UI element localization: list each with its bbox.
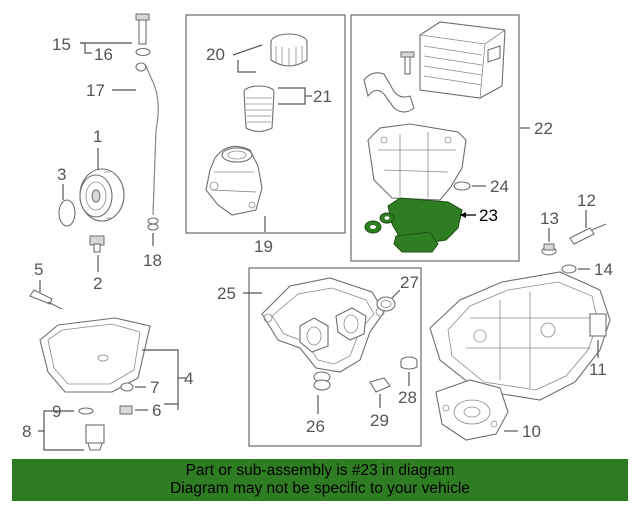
callout-19: 19	[254, 237, 273, 256]
sensor-part-8[interactable]	[85, 424, 105, 451]
banner-line-part-number: Part or sub-assembly is #23 in diagram	[185, 462, 455, 479]
callout-16: 16	[94, 45, 113, 64]
callout-10: 10	[522, 422, 541, 441]
callout-26: 26	[306, 417, 325, 436]
gasket-loop	[363, 72, 415, 113]
callout-20: 20	[206, 45, 225, 64]
seal-part-28[interactable]	[400, 356, 418, 370]
housing-part-22[interactable]	[367, 123, 467, 201]
oring-part-27[interactable]	[376, 296, 396, 312]
callout-5: 5	[34, 260, 43, 279]
callout-12: 12	[577, 191, 596, 210]
callout-23: 23	[479, 206, 498, 225]
cap-part-29[interactable]	[369, 377, 391, 393]
cooler-bolt	[400, 51, 415, 75]
oil-cooler-part-22[interactable]	[419, 21, 506, 99]
callout-22: 22	[534, 119, 553, 138]
info-banner: Part or sub-assembly is #23 in diagram D…	[12, 459, 628, 501]
seal-part-18[interactable]	[147, 217, 159, 231]
callout-6: 6	[152, 401, 161, 420]
banner-line-disclaimer: Diagram may not be specific to your vehi…	[170, 480, 470, 497]
callout-4: 4	[184, 369, 193, 388]
intake-manifold-part-25[interactable]	[261, 277, 385, 373]
callout-17: 17	[86, 81, 105, 100]
callout-25: 25	[217, 284, 236, 303]
oring-part-24[interactable]	[453, 181, 471, 191]
gasket-part-23-highlighted[interactable]	[364, 197, 463, 253]
callout-18: 18	[143, 251, 162, 270]
callout-15: 15	[52, 35, 71, 54]
oring-part-14[interactable]	[561, 264, 577, 274]
callout-21: 21	[313, 87, 332, 106]
dipstick-tube-part-17[interactable]	[135, 62, 159, 216]
callout-3: 3	[57, 165, 66, 184]
washer-part-7[interactable]	[120, 382, 134, 392]
filter-element-part-21[interactable]	[243, 85, 275, 133]
callout-27: 27	[400, 273, 419, 292]
callout-1: 1	[93, 127, 102, 146]
bolt-part-15[interactable]	[135, 13, 150, 45]
filter-housing-part-19[interactable]	[205, 145, 263, 216]
cover-part-10[interactable]	[435, 379, 509, 441]
oring-part-3[interactable]	[58, 199, 76, 227]
sealant-part-5[interactable]	[29, 289, 63, 310]
group-box-19	[185, 14, 346, 234]
callout-24: 24	[490, 177, 509, 196]
callout-29: 29	[370, 411, 389, 430]
oring-part-9[interactable]	[78, 407, 94, 415]
washer-part-16[interactable]	[135, 47, 151, 57]
group-box-25	[248, 267, 422, 447]
sealant-part-12[interactable]	[569, 223, 607, 245]
callout-7: 7	[150, 378, 159, 397]
callout-8: 8	[22, 422, 31, 441]
callout-9: 9	[52, 402, 61, 421]
oring-part-26[interactable]	[313, 371, 331, 391]
plug-part-6[interactable]	[119, 405, 133, 415]
bolt-part-2[interactable]	[89, 235, 105, 253]
callout-13: 13	[540, 209, 559, 228]
upper-oil-pan-part-11[interactable]	[429, 271, 611, 401]
oil-pan-part-4[interactable]	[39, 317, 151, 393]
callout-11: 11	[589, 360, 607, 379]
pulley-part-1[interactable]	[79, 168, 125, 222]
callout-28: 28	[398, 388, 417, 407]
filter-cap-part-20[interactable]	[270, 33, 308, 67]
callout-14: 14	[594, 260, 613, 279]
callout-2: 2	[93, 274, 102, 293]
group-box-22	[350, 14, 520, 262]
plug-part-13[interactable]	[541, 243, 557, 256]
parts-diagram: 15 16 17 1 3 2 18 5 4 7 6 9 8 20 21 19 2…	[22, 13, 613, 451]
